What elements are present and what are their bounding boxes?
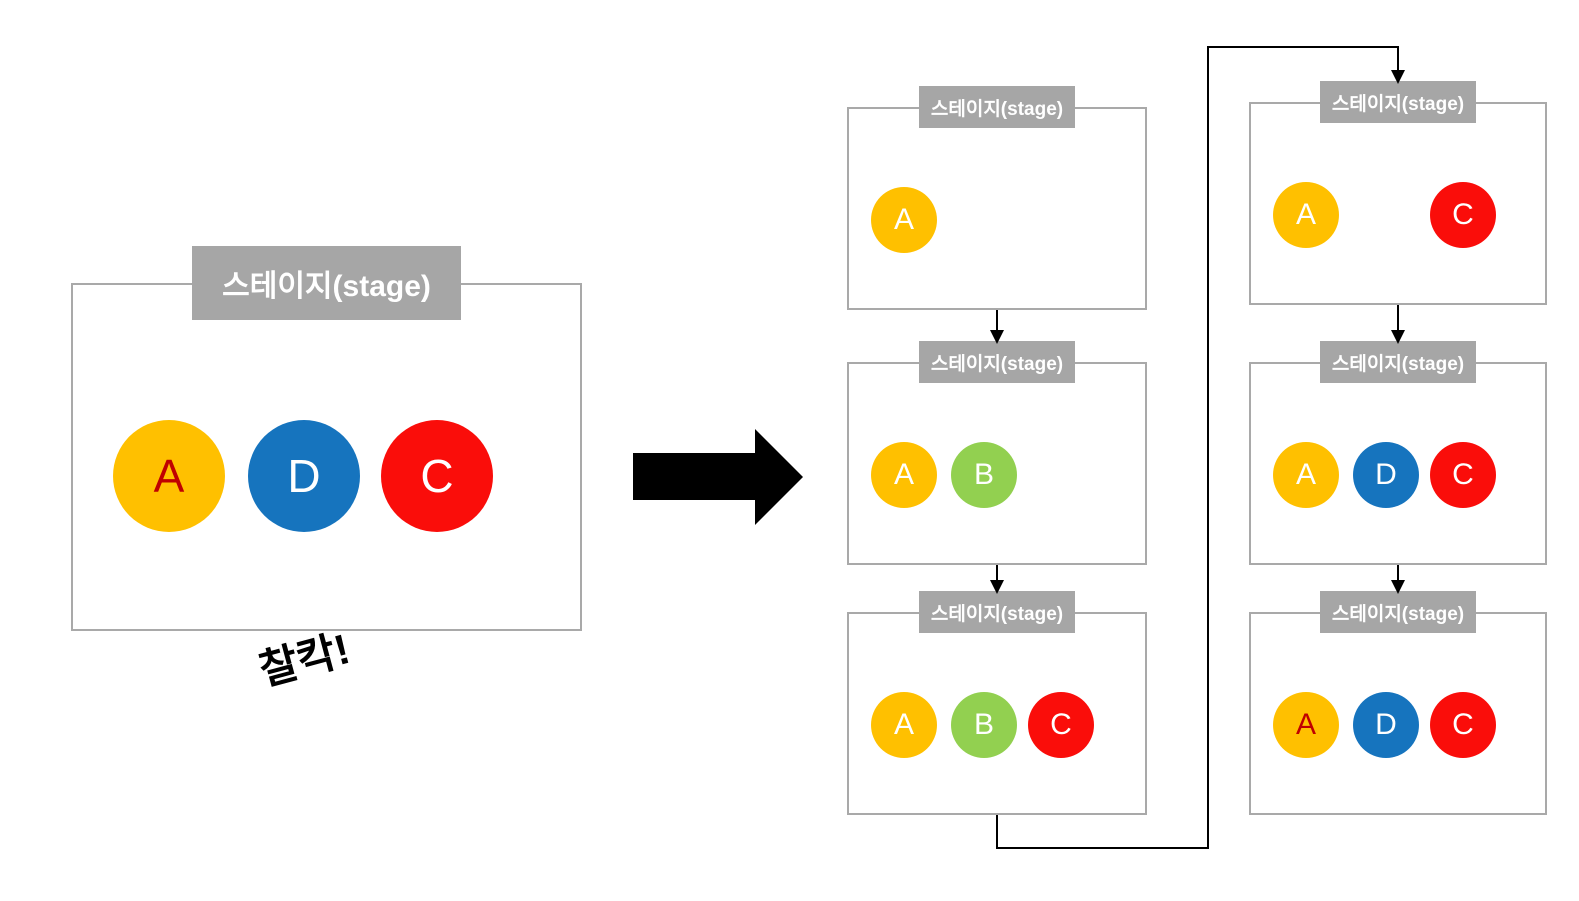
token-circle-A: A [871,692,937,758]
token-circle-C: C [1430,442,1496,508]
token-circle-C: C [1430,182,1496,248]
stage-title-band: 스테이지(stage) [919,591,1075,633]
transform-arrow [633,429,803,525]
token-circle-C: C [381,420,493,532]
stage-title-band: 스테이지(stage) [1320,341,1476,383]
token-circle-A: A [1273,442,1339,508]
token-circle-A: A [871,442,937,508]
token-circle-D: D [1353,692,1419,758]
token-circle-D: D [248,420,360,532]
stage-title-band: 스테이지(stage) [1320,591,1476,633]
token-circle-C: C [1430,692,1496,758]
token-circle-B: B [951,442,1017,508]
stage-title-band: 스테이지(stage) [919,86,1075,128]
stage-title-band: 스테이지(stage) [192,246,461,320]
token-circle-A: A [1273,182,1339,248]
token-circle-A: A [113,420,225,532]
stage-title-band: 스테이지(stage) [919,341,1075,383]
token-circle-D: D [1353,442,1419,508]
token-circle-C: C [1028,692,1094,758]
token-circle-A: A [871,187,937,253]
token-circle-A: A [1273,692,1339,758]
token-circle-B: B [951,692,1017,758]
stage-title-band: 스테이지(stage) [1320,81,1476,123]
